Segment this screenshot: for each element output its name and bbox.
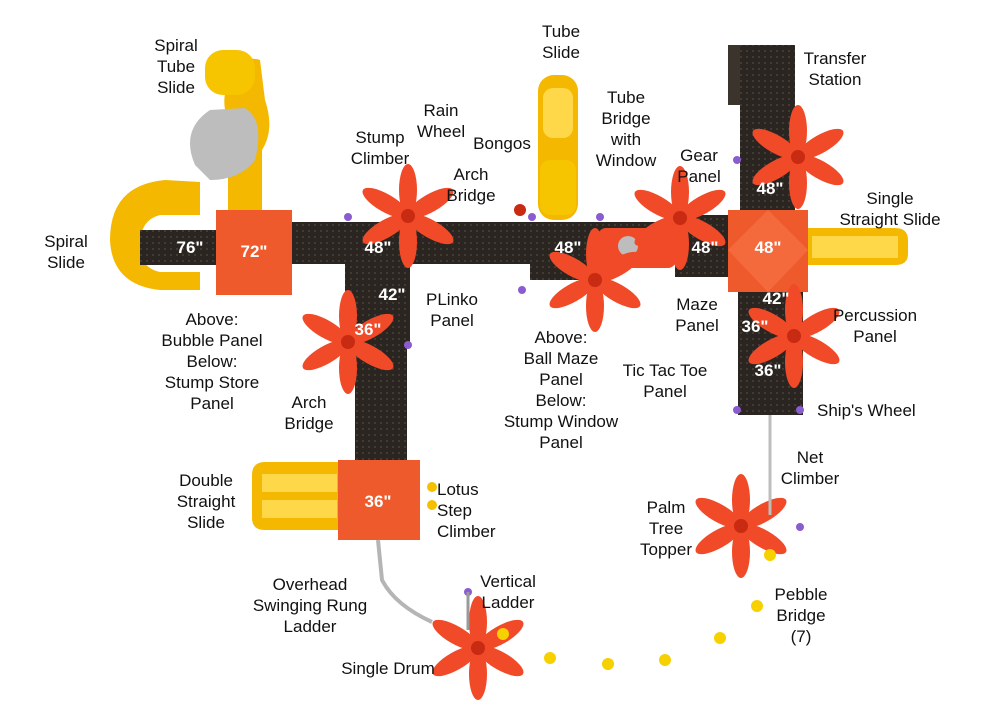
deck-height-48-e: 48"	[757, 179, 784, 198]
single-straight-slide	[805, 228, 908, 265]
spiral-slide	[110, 180, 200, 290]
palm-tree-topper	[691, 474, 791, 578]
deck-height-48-a: 48"	[365, 238, 392, 257]
label-palm-tree-topper: Palm Tree Topper	[640, 498, 692, 559]
label-single-straight-slide: Single Straight Slide	[839, 189, 941, 229]
deck-height-48-b: 48"	[555, 238, 582, 257]
label-gear-panel: Gear Panel	[677, 146, 721, 186]
label-double-straight-slide: Double Straight Slide	[176, 471, 236, 532]
tube-slide	[538, 75, 578, 220]
label-spiral-tube-slide: Spiral Tube Slide	[154, 36, 198, 97]
deck-height-48-c: 48"	[692, 238, 719, 257]
label-overhead-swinging-rung-ladder: Overhead Swinging Rung Ladder	[252, 575, 368, 636]
label-stump-climber: Stump Climber	[350, 128, 410, 168]
label-spiral-slide: Spiral Slide	[44, 232, 88, 272]
roof-36-bottom	[338, 460, 420, 540]
label-tube-bridge-with-window: Tube Bridge with Window	[595, 88, 657, 170]
pebble-bridge	[497, 549, 776, 670]
deck-height-36-a: 36"	[355, 320, 382, 339]
posts	[344, 156, 804, 596]
label-tube-slide: Tube Slide	[541, 22, 581, 62]
label-pebble-bridge: Pebble Bridge (7)	[774, 585, 828, 646]
double-straight-slide	[252, 462, 340, 530]
overhead-swinging-rung-ladder	[376, 539, 433, 624]
label-bongos: Bongos	[473, 134, 531, 153]
label-net-climber: Net Climber	[780, 448, 840, 488]
label-lotus-step-climber: Lotus Step Climber	[437, 480, 496, 541]
label-percussion-panel: Percussion Panel	[832, 306, 918, 346]
roof-48-right	[728, 210, 808, 292]
lotus-step-climber	[427, 482, 437, 510]
deck-height-42-a: 42"	[379, 285, 406, 304]
deck-height-36-b: 36"	[742, 317, 769, 336]
label-tic-tac-toe-panel: Tic Tac Toe Panel	[622, 361, 708, 401]
label-arch-bridge-left: Arch Bridge	[284, 393, 334, 433]
deck-height-72: 72"	[241, 242, 268, 261]
label-arch-bridge-top: Arch Bridge	[446, 165, 496, 205]
bongos	[514, 204, 526, 216]
label-bubble-stump-store-panel: Above: Bubble Panel Below: Stump Store P…	[161, 310, 263, 413]
label-transfer-station: Transfer Station	[803, 49, 867, 89]
deck-height-48-d: 48"	[755, 238, 782, 257]
deck-height-36-c: 36"	[755, 361, 782, 380]
label-rain-wheel: Rain Wheel	[416, 101, 466, 141]
label-vertical-ladder: Vertical Ladder	[480, 572, 536, 612]
label-ships-wheel: Ship's Wheel	[817, 401, 916, 420]
deck-height-42-b: 42"	[763, 289, 790, 308]
label-plinko-panel: PLinko Panel	[426, 290, 478, 330]
deck-height-36-d: 36"	[365, 492, 392, 511]
label-ball-maze-stump-window-panel: Above: Ball Maze Panel Below: Stump Wind…	[503, 328, 619, 452]
deck-height-76: 76"	[177, 238, 204, 257]
label-single-drum: Single Drum	[341, 659, 435, 678]
label-maze-panel: Maze Panel	[675, 295, 719, 335]
spiral-tube-slide	[190, 50, 270, 215]
roof-72	[216, 210, 292, 295]
